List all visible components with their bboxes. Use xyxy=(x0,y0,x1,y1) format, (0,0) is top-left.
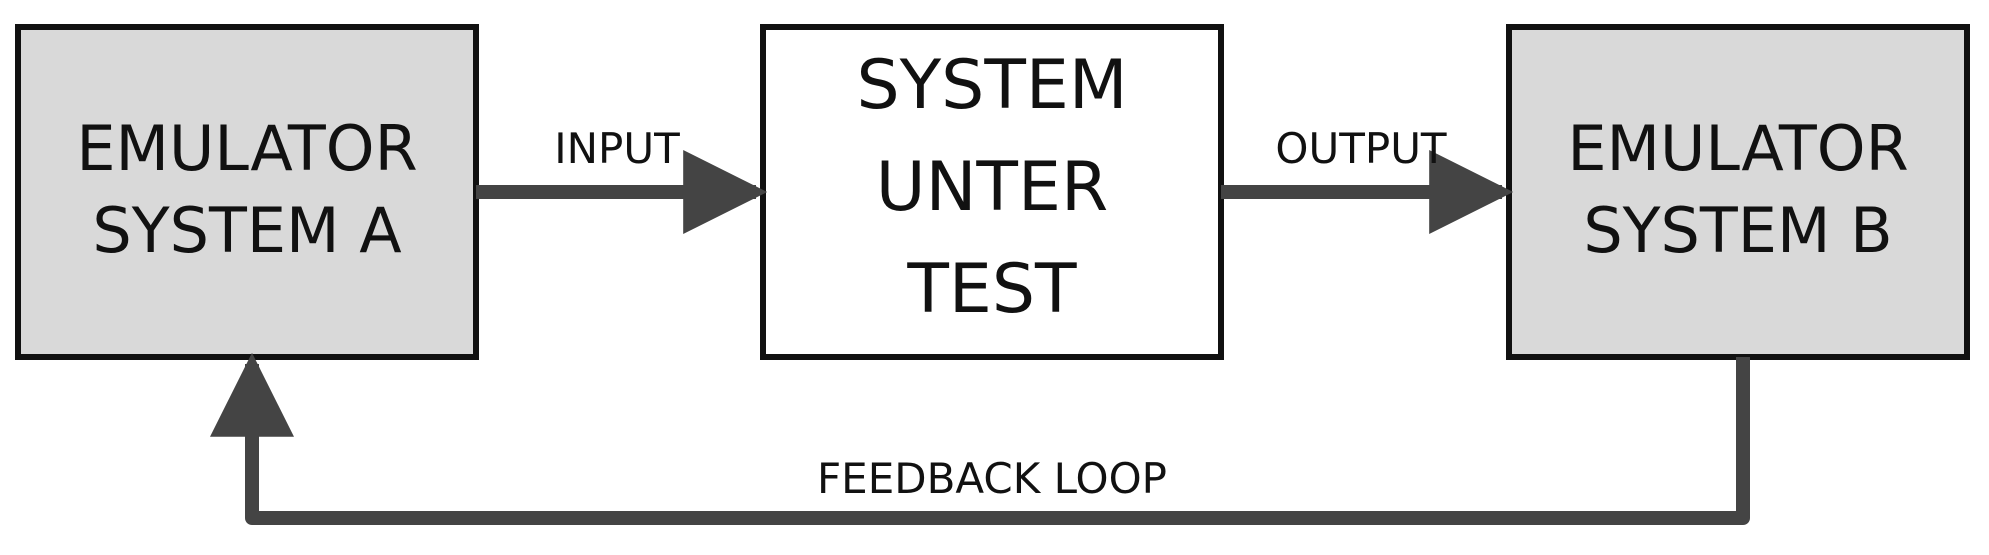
system-under-test-label-line-2: UNTER xyxy=(876,148,1108,227)
system-under-test-label-line-3: TEST xyxy=(906,250,1077,329)
system-under-test-box xyxy=(760,24,1224,360)
emulator-system-b-box xyxy=(1506,24,1970,360)
feedback-loop-arrow xyxy=(210,352,1750,525)
system-under-test-label-line-1: SYSTEM xyxy=(856,46,1127,125)
input-label: INPUT xyxy=(554,124,680,173)
emulator-system-a-box xyxy=(15,24,479,360)
output-label: OUTPUT xyxy=(1275,124,1447,173)
feedback-loop-label: FEEDBACK LOOP xyxy=(817,454,1167,503)
emulator-system-a-label-line-1: EMULATOR xyxy=(76,112,417,185)
emulator-system-b-label-line-2: SYSTEM B xyxy=(1583,194,1892,267)
emulator-system-a-label-line-2: SYSTEM A xyxy=(92,194,401,267)
emulator-system-b-label-line-1: EMULATOR xyxy=(1567,112,1908,185)
